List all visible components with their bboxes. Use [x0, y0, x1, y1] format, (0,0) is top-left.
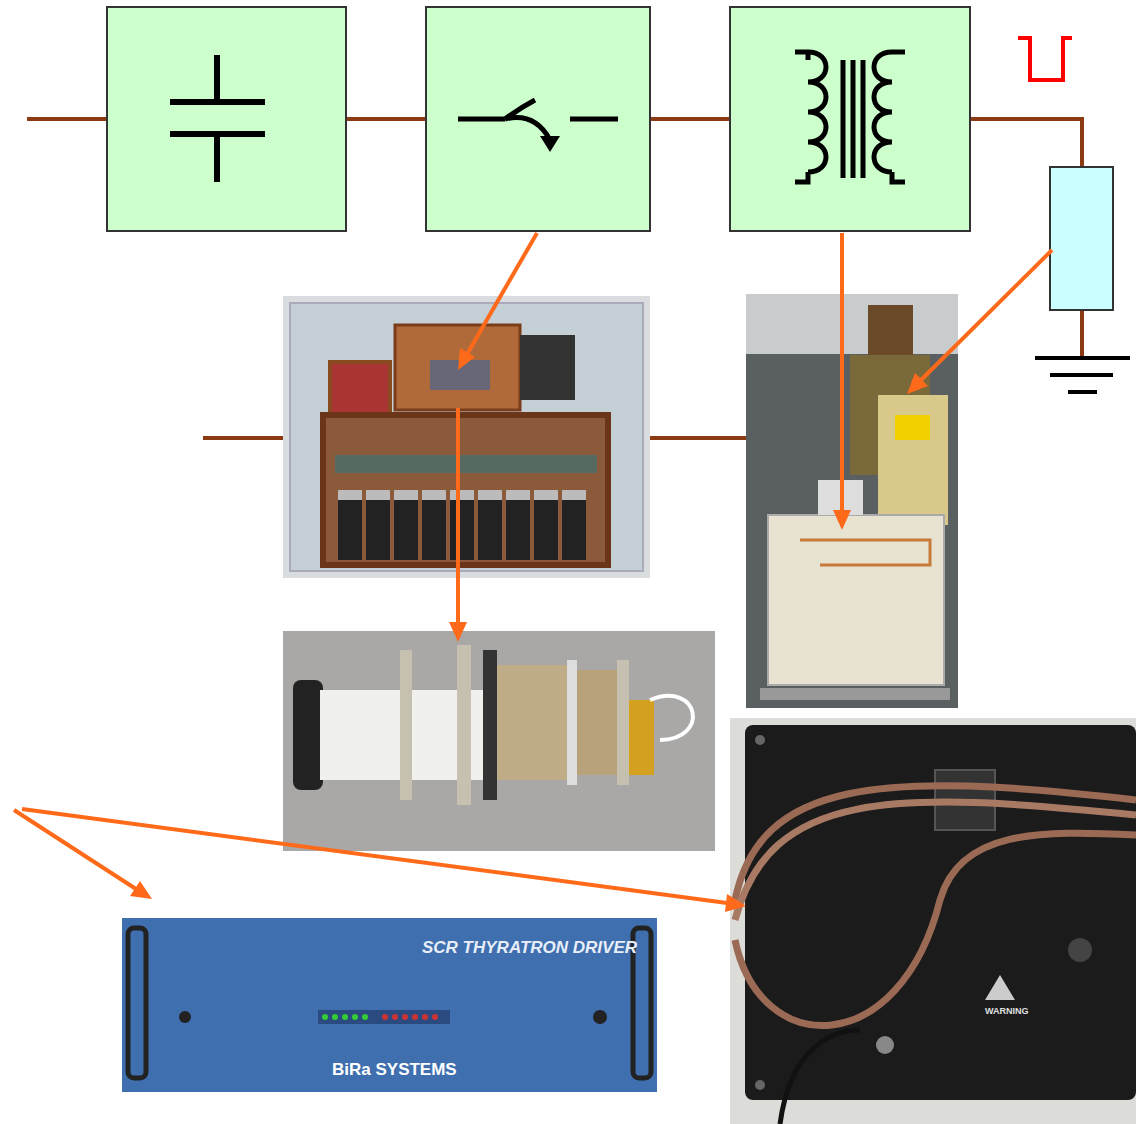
- ground-symbol: [1035, 358, 1130, 392]
- switch-arrowhead: [540, 136, 560, 152]
- driver-unit: SCR THYRATRON DRIVER BiRa SYSTEMS: [122, 918, 657, 1092]
- capacitor-symbol: [170, 55, 265, 182]
- pulse-waveform: [1018, 38, 1072, 80]
- switch-cabinet-photo: [283, 296, 650, 578]
- brand-name: BiRa SYSTEMS: [332, 1060, 457, 1080]
- transformer-symbol: [795, 52, 905, 182]
- rear-panel-photo: [730, 718, 1136, 1124]
- block-box: [107, 7, 970, 231]
- warning-label: WARNING: [985, 1006, 1029, 1017]
- modulator-photo: [746, 294, 958, 708]
- driver-unit-photo: [122, 918, 657, 1092]
- thyratron-tube-photo: [283, 631, 715, 851]
- leader-arrow: [14, 233, 1052, 912]
- product-name: SCR THYRATRON DRIVER: [422, 938, 637, 958]
- load-resistor: [1050, 167, 1113, 310]
- switch-symbol: [458, 100, 618, 140]
